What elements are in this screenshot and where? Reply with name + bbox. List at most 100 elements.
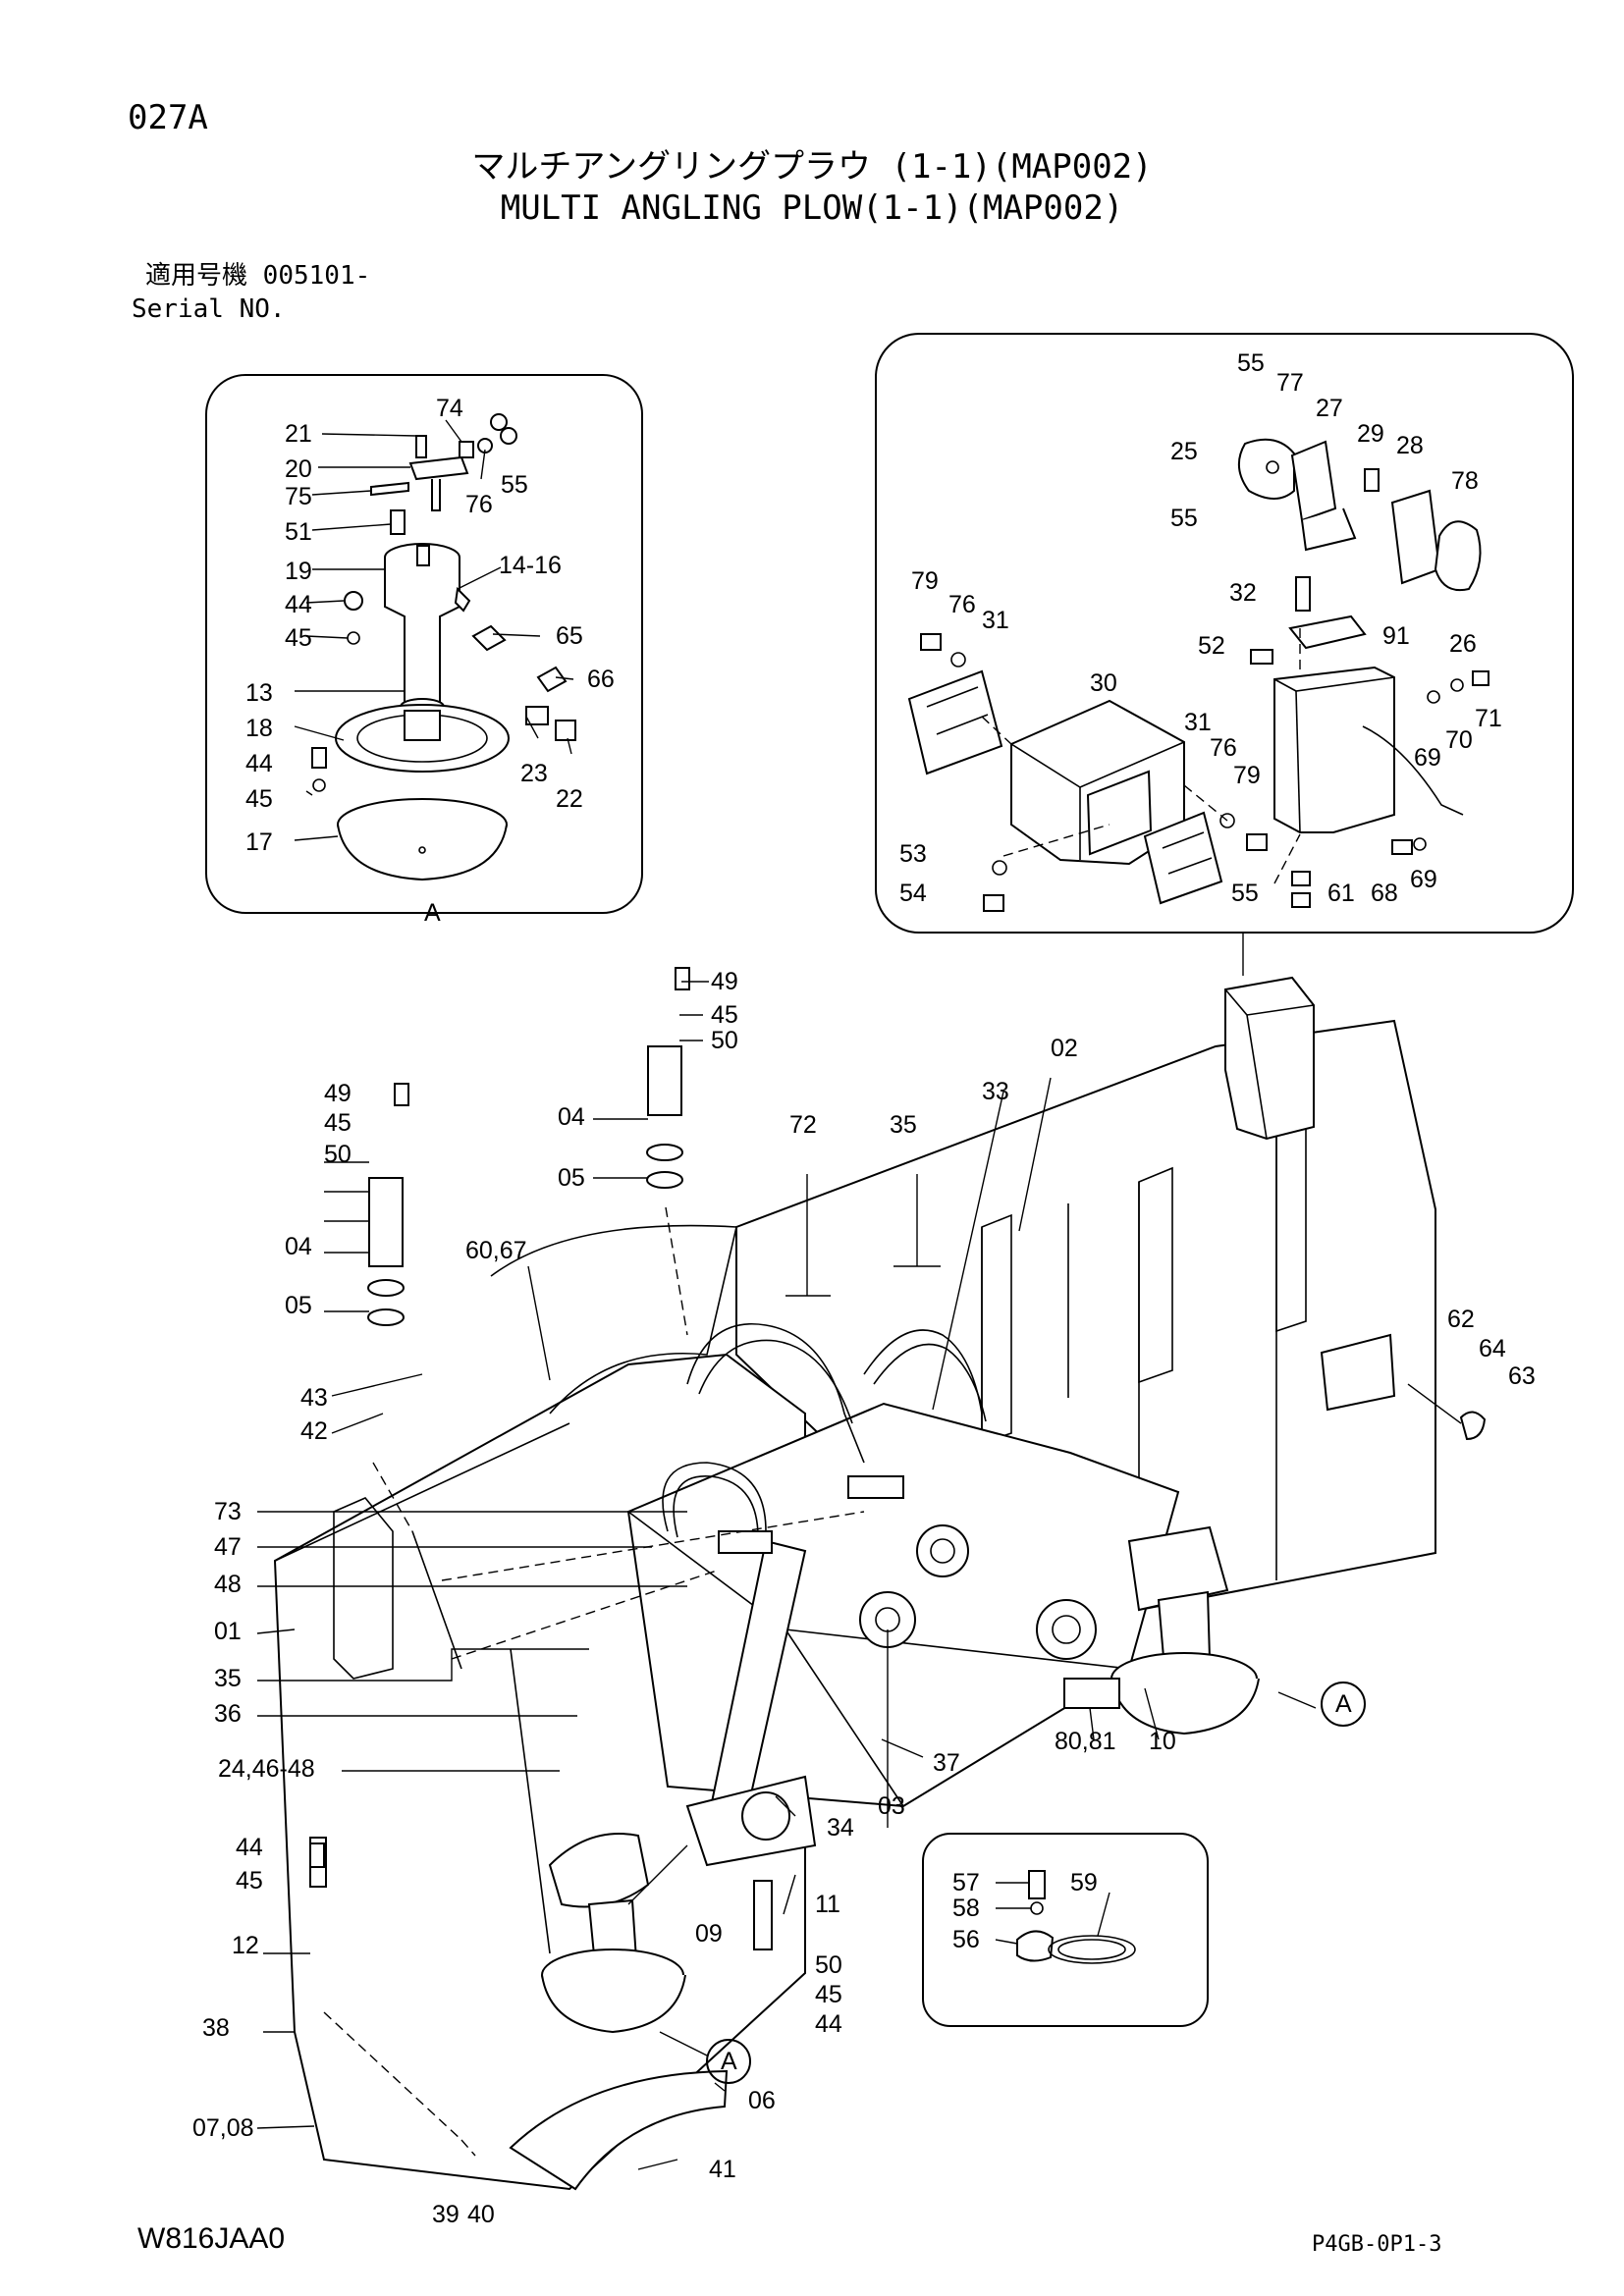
- callout-label: 42: [300, 1417, 328, 1445]
- callout-label: 25: [1170, 438, 1198, 465]
- callout-label: 65: [556, 622, 583, 650]
- callout-label: 50: [711, 1027, 738, 1054]
- callout-label: 17: [245, 828, 273, 856]
- callout-label: 78: [1451, 467, 1479, 495]
- callout-label: 44: [815, 2010, 842, 2038]
- callout-label: A: [721, 2048, 737, 2075]
- callout-label: 60,67: [465, 1237, 527, 1264]
- callout-label: 20: [285, 455, 312, 483]
- serial-label-jp: 適用号機 005101-: [145, 261, 370, 291]
- callout-label: 10: [1149, 1728, 1176, 1755]
- callout-label: 11: [815, 1891, 840, 1918]
- light-box-callouts: 55 77 27 29 28 25 78 55 32 52 91 26 79 7…: [899, 349, 1502, 907]
- page-number: P4GB-0P1-3: [1312, 2232, 1442, 2257]
- callout-label: 63: [1508, 1362, 1536, 1390]
- callout-label: A: [1335, 1690, 1352, 1718]
- callout-label: 44: [285, 591, 312, 618]
- callout-label: 75: [285, 483, 312, 510]
- callout-label: 34: [827, 1814, 854, 1842]
- callout-label: 51: [285, 518, 312, 546]
- callout-label: 35: [214, 1665, 242, 1692]
- callout-label: 50: [324, 1141, 352, 1168]
- callout-label: 55: [501, 471, 528, 499]
- detail-a-callouts: 21 74 20 75 51 19 14-16 44 45 65 66 13 1…: [245, 395, 615, 927]
- callout-label: 35: [890, 1111, 917, 1139]
- callout-label: 48: [214, 1571, 242, 1598]
- callout-label: 68: [1371, 880, 1398, 907]
- callout-label: 55: [1170, 505, 1198, 532]
- callout-label: 64: [1479, 1335, 1506, 1362]
- callout-label: 69: [1414, 744, 1441, 772]
- callout-label: 14-16: [499, 552, 562, 579]
- callout-label: 53: [899, 840, 927, 868]
- detail-a-reference-circle: [1321, 1682, 1366, 1727]
- callout-label: 19: [285, 558, 312, 585]
- callout-label: 05: [558, 1164, 585, 1192]
- callout-label: 57: [952, 1869, 980, 1896]
- callout-label: 77: [1276, 369, 1304, 397]
- hose-clamp-callouts: 57 59 58 56: [952, 1869, 1098, 1953]
- callout-label: 50: [815, 1951, 842, 1979]
- callout-label: 09: [695, 1920, 723, 1948]
- callout-label: 70: [1445, 726, 1473, 754]
- callout-label: 72: [789, 1111, 817, 1139]
- main-callouts: 49 45 50 04 05 02 33 35 72 49 45 50 04 0…: [192, 968, 1536, 2228]
- callout-label: 13: [245, 679, 273, 707]
- callout-label: 73: [214, 1498, 242, 1525]
- callout-label: 39: [432, 2201, 460, 2228]
- title-japanese: マルチアングリングプラウ (1-1)(MAP002): [471, 147, 1153, 187]
- callout-label: 71: [1475, 705, 1502, 732]
- callout-label: 26: [1449, 630, 1477, 658]
- callout-label: 23: [520, 760, 548, 787]
- callout-label: 01: [214, 1618, 242, 1645]
- callout-label: 56: [952, 1926, 980, 1953]
- callout-label: 80,81: [1055, 1728, 1116, 1755]
- callout-label: 22: [556, 785, 583, 813]
- callout-label: 54: [899, 880, 927, 907]
- callout-label: 44: [236, 1834, 263, 1861]
- callout-label: 37: [933, 1749, 960, 1777]
- callout-label: 40: [467, 2201, 495, 2228]
- serial-value: 005101-: [262, 261, 371, 291]
- detail-a-frame: [205, 374, 643, 914]
- callout-label: 44: [245, 750, 273, 777]
- callout-label: 91: [1382, 622, 1410, 650]
- callout-label: 24,46-48: [218, 1755, 315, 1783]
- callout-label: 41: [709, 2156, 736, 2183]
- callout-label: 45: [285, 624, 312, 652]
- callout-label: 58: [952, 1895, 980, 1922]
- callout-label: 45: [245, 785, 273, 813]
- callout-label: 62: [1447, 1306, 1475, 1333]
- callout-label: 32: [1229, 579, 1257, 607]
- serial-label-en: Serial NO.: [132, 294, 286, 324]
- callout-label: 21: [285, 420, 312, 448]
- callout-label: 45: [815, 1981, 842, 2008]
- main-assembly: [256, 967, 1487, 2191]
- callout-label: 79: [1233, 762, 1261, 789]
- callout-label: 55: [1231, 880, 1259, 907]
- serial-label-jp-text: 適用号機: [145, 261, 248, 291]
- hose-clamp-inset: [922, 1833, 1209, 2027]
- callout-label: 76: [1210, 734, 1237, 762]
- callout-label: 04: [558, 1103, 585, 1131]
- callout-label: 02: [1051, 1035, 1078, 1062]
- callout-label: 31: [982, 607, 1009, 634]
- callout-label: 69: [1410, 866, 1437, 893]
- callout-label: 49: [324, 1080, 352, 1107]
- callout-label: 36: [214, 1700, 242, 1728]
- callout-label: 27: [1316, 395, 1343, 422]
- callout-label: 52: [1198, 632, 1225, 660]
- callout-label: 29: [1357, 420, 1384, 448]
- callout-label: 76: [465, 491, 493, 518]
- title-english: MULTI ANGLING PLOW(1-1)(MAP002): [500, 188, 1124, 228]
- callout-label: 12: [232, 1932, 259, 1959]
- callout-label: 49: [711, 968, 738, 995]
- callout-label: 55: [1237, 349, 1265, 377]
- callout-label: 04: [285, 1233, 312, 1260]
- callout-label: 43: [300, 1384, 328, 1412]
- callout-label: 45: [236, 1867, 263, 1895]
- figure-id: 027A: [128, 98, 208, 137]
- detail-a-label: A: [424, 899, 441, 927]
- callout-label: 33: [982, 1078, 1009, 1105]
